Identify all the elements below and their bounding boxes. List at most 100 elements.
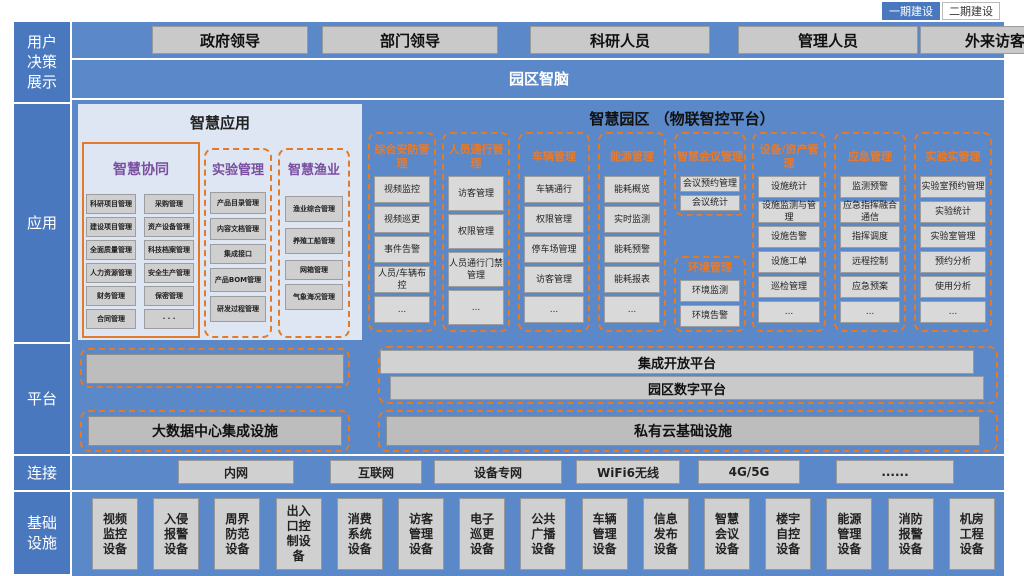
park-col-title: 能源管理	[610, 150, 654, 163]
collab-item: 全面质量管理	[86, 240, 136, 260]
collab-item: 科研项目管理	[86, 194, 136, 214]
fish-title: 智慧渔业	[287, 162, 340, 178]
smart-app-title: 智慧应用	[189, 113, 250, 132]
side-label-infra: 基础 设施	[14, 492, 70, 574]
park-col-item: 预约分析	[920, 251, 986, 273]
lab-list: 产品目录管理内容文档管理集成接口产品BOM管理研发过程管理	[210, 192, 266, 332]
collab-item: 资产设备管理	[144, 217, 194, 237]
park-col-title: 应急管理	[848, 150, 892, 163]
device-item: 机房 工程 设备	[948, 498, 995, 570]
device-item: 楼宇 自控 设备	[765, 498, 812, 570]
connect-item: 4G/5G	[698, 460, 800, 484]
park-col-item: 监测预警	[840, 176, 900, 198]
park-col-item: 指挥调度	[840, 226, 900, 248]
park-col-box	[598, 132, 666, 332]
park-col-box	[674, 132, 746, 216]
park-col-box	[834, 132, 906, 332]
collab-item: 科技档案管理	[144, 240, 194, 260]
park-col-title: 人员通行管理	[448, 143, 504, 170]
left-platform-placeholder	[86, 354, 344, 384]
side-label-platform: 平台	[14, 344, 70, 454]
right-dash-platform	[378, 346, 998, 404]
fish-item: 养殖工船管理	[285, 228, 343, 254]
park-col-item: 视频巡更	[374, 206, 430, 233]
park-title: 智慧园区 （物联智控平台）	[589, 109, 775, 128]
user-role-box: 部门领导	[322, 26, 498, 54]
park-col-item: 实验室管理	[920, 226, 986, 248]
collab-item: 安全生产管理	[144, 263, 194, 283]
park-columns: 综合安防管理视频监控视频巡更事件告警人员/车辆布控...人员通行管理访客管理权限…	[368, 132, 998, 338]
park-col-item: 事件告警	[374, 236, 430, 263]
fish-box	[278, 148, 350, 338]
device-item: 电子 巡更 设备	[459, 498, 506, 570]
connect-item: 内网	[178, 460, 294, 484]
device-item: 视频 监控 设备	[92, 498, 138, 570]
connect-item: ......	[836, 460, 954, 484]
park-col-item: 实时监测	[604, 206, 660, 233]
device-item: 入侵 报警 设备	[153, 498, 200, 570]
user-role-box: 政府领导	[152, 26, 308, 54]
lab-title: 实验管理	[211, 162, 264, 178]
park-col-item: 应急预案	[840, 276, 900, 298]
park-col-item: 停车场管理	[524, 236, 584, 263]
park-col-item: 会议预约管理	[680, 176, 740, 192]
device-item: 访客 管理 设备	[398, 498, 444, 570]
park-col-box	[752, 132, 826, 332]
collab-grid: 科研项目管理采购管理建设项目管理资产设备管理全面质量管理科技档案管理人力资源管理…	[86, 194, 196, 336]
device-row: 视频 监控 设备入侵 报警 设备周界 防范 设备出入 口控 制设 备消费 系统 …	[72, 492, 1004, 576]
user-role-box: 外来访客	[920, 26, 1024, 54]
connect-item: 互联网	[330, 460, 422, 484]
park-col-box	[914, 132, 992, 332]
park-col-item: 应急指挥融合通信	[840, 201, 900, 223]
park-col-box	[368, 132, 436, 332]
left-dash-platform	[80, 348, 350, 388]
collab-item: 人力资源管理	[86, 263, 136, 283]
park-col-box	[442, 132, 510, 332]
collab-item: 保密管理	[144, 286, 194, 306]
park-col-item: 设施工单	[758, 251, 820, 273]
legend-phase1: 一期建设	[882, 2, 940, 20]
device-item: 出入 口控 制设 备	[275, 498, 322, 570]
park-col-item: 权限管理	[448, 214, 504, 249]
park-col-item: ...	[374, 296, 430, 323]
park-col-item: 设施告警	[758, 226, 820, 248]
park-col-item: 设施监测与管理	[758, 201, 820, 223]
device-item: 信息 发布 设备	[642, 498, 689, 570]
park-col-item: ...	[524, 296, 584, 323]
device-item: 消费 系统 设备	[336, 498, 383, 570]
park-col-item: 使用分析	[920, 276, 986, 298]
collab-item: 合同管理	[86, 309, 136, 329]
collab-item: · · ·	[144, 309, 194, 329]
device-item: 周界 防范 设备	[214, 498, 261, 570]
collab-item: 财务管理	[86, 286, 136, 306]
park-brain: 园区智脑	[80, 64, 998, 92]
device-item: 智慧 会议 设备	[704, 498, 750, 570]
device-item: 车辆 管理 设备	[581, 498, 628, 570]
lab-box	[204, 148, 272, 338]
park-col-title: 实验实管理	[925, 150, 981, 163]
park-col-item: ...	[604, 296, 660, 323]
park-col-item: ...	[758, 301, 820, 323]
side-label-user: 用户 决策 展示	[14, 22, 70, 102]
device-item: 能源 管理 设备	[826, 498, 873, 570]
lab-item: 集成接口	[210, 244, 266, 264]
park-col-item: ...	[920, 301, 986, 323]
bigdata-center-facility: 大数据中心集成设施	[88, 416, 342, 446]
env-title: 环境管理	[688, 261, 732, 274]
park-col-item: ...	[448, 290, 504, 325]
fish-item: 网箱管理	[285, 260, 343, 280]
park-col-item: 视频监控	[374, 176, 430, 203]
fish-item: 气象海况管理	[285, 284, 343, 310]
side-label-connect: 连接	[14, 456, 70, 490]
collab-item: 采购管理	[144, 194, 194, 214]
integration-open-platform: 集成开放平台	[380, 350, 974, 374]
park-col-title: 智慧会议管理	[677, 150, 743, 163]
park-col-item: 实验统计	[920, 201, 986, 223]
park-col-item: 权限管理	[524, 206, 584, 233]
bigdata-dash	[80, 410, 350, 452]
legend-phase2: 二期建设	[942, 2, 1000, 20]
env-item: 环境监测	[680, 280, 740, 302]
park-col-item: 能耗报表	[604, 266, 660, 293]
park-col-item: 会议统计	[680, 195, 740, 211]
